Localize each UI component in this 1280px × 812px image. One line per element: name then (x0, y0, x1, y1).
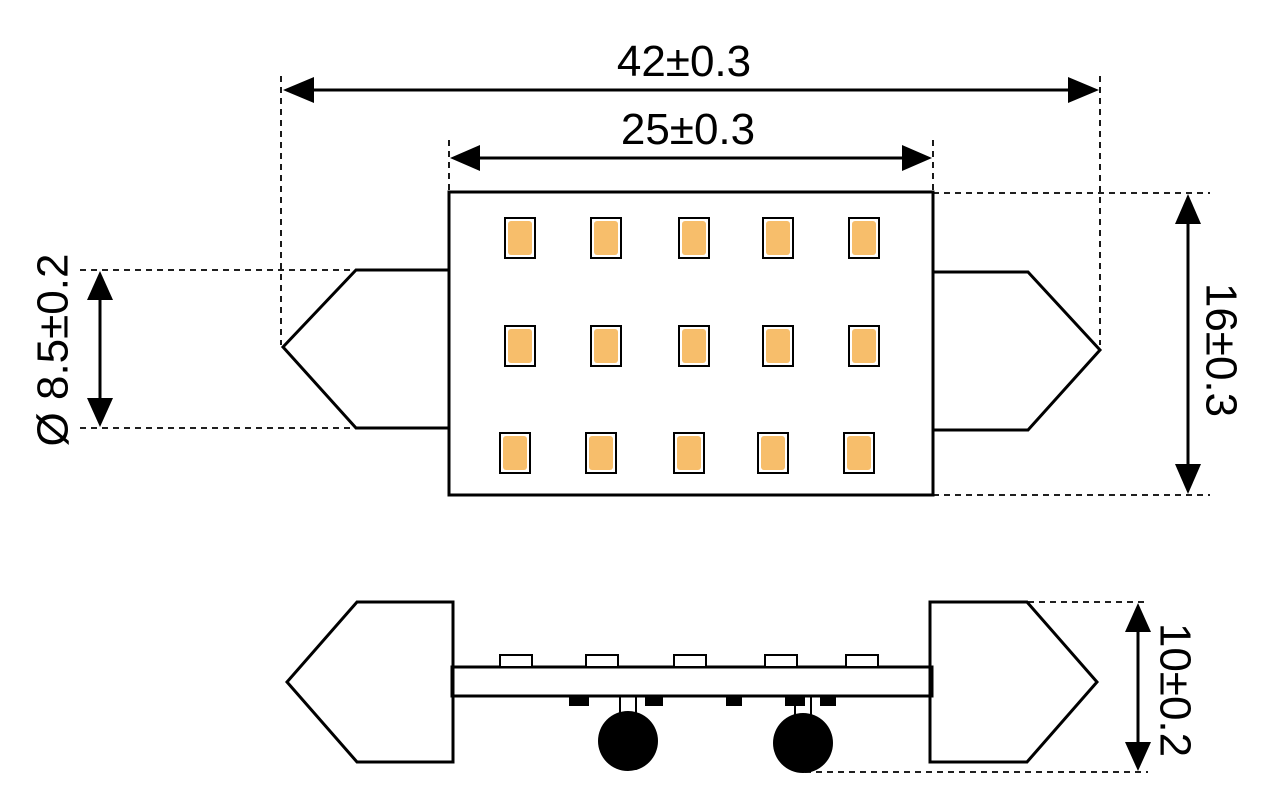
led-chip (508, 329, 532, 363)
side-led-bump (585, 654, 619, 668)
dim-body-arrow-right (902, 145, 932, 171)
dim-body-length-label: 25±0.3 (621, 105, 755, 154)
side-view: 10±0.2 (285, 600, 1199, 773)
led-chip (682, 329, 706, 363)
dim-side-height: 10±0.2 (1125, 603, 1199, 771)
dim-overall-arrow-right (1068, 77, 1099, 103)
led-chip (594, 221, 618, 255)
side-board (450, 665, 934, 698)
dim-overall-arrow-left (283, 77, 314, 103)
dim-body-height: 16±0.3 (1175, 194, 1245, 494)
capacitor-leads (619, 696, 812, 716)
smd-pad (569, 696, 589, 706)
led-chip (766, 329, 790, 363)
smd-pad (726, 696, 742, 706)
dim-side-arrow-top (1125, 603, 1151, 632)
dim-height-arrow-top (1175, 194, 1201, 224)
led-chip (761, 436, 785, 470)
smd-pad (645, 696, 663, 706)
dim-cap-arrow-bottom (87, 398, 113, 427)
side-led-bumps (499, 654, 879, 668)
dim-cap-arrow-top (87, 271, 113, 300)
led-chip (682, 221, 706, 255)
capacitor-right (773, 713, 833, 773)
dim-cap-diameter-label: Ø 8.5±0.2 (29, 254, 78, 447)
side-led-bump (499, 654, 533, 668)
side-right-cap (928, 600, 1099, 764)
capacitor-left (598, 711, 658, 771)
led-chip (852, 221, 876, 255)
side-led-bump (673, 654, 707, 668)
led-board-body (447, 190, 935, 497)
led-chip (766, 221, 790, 255)
right-cap (933, 270, 1103, 432)
dim-height-arrow-bottom (1175, 464, 1201, 494)
dim-body-arrow-left (450, 145, 480, 171)
dim-overall-length: 42±0.3 (283, 37, 1099, 103)
side-led-bump (764, 654, 798, 668)
led-chip (589, 436, 613, 470)
led-chip (847, 436, 871, 470)
led-chip (503, 436, 527, 470)
left-cap (280, 268, 449, 430)
side-led-bump (845, 654, 879, 668)
dim-cap-diameter: Ø 8.5±0.2 (29, 254, 113, 447)
side-left-cap (285, 600, 455, 764)
dim-side-arrow-bottom (1125, 742, 1151, 771)
led-chip (677, 436, 701, 470)
led-grid (499, 217, 880, 474)
dim-overall-length-label: 42±0.3 (617, 37, 751, 86)
top-view: 42±0.3 25±0.3 16±0.3 Ø 8.5±0.2 (29, 37, 1245, 497)
led-chip (594, 329, 618, 363)
smd-pad (820, 696, 836, 706)
dim-body-height-label: 16±0.3 (1196, 283, 1245, 417)
led-chip (508, 221, 532, 255)
led-chip (852, 329, 876, 363)
dim-side-height-label: 10±0.2 (1150, 623, 1199, 757)
dim-body-length: 25±0.3 (450, 105, 932, 171)
